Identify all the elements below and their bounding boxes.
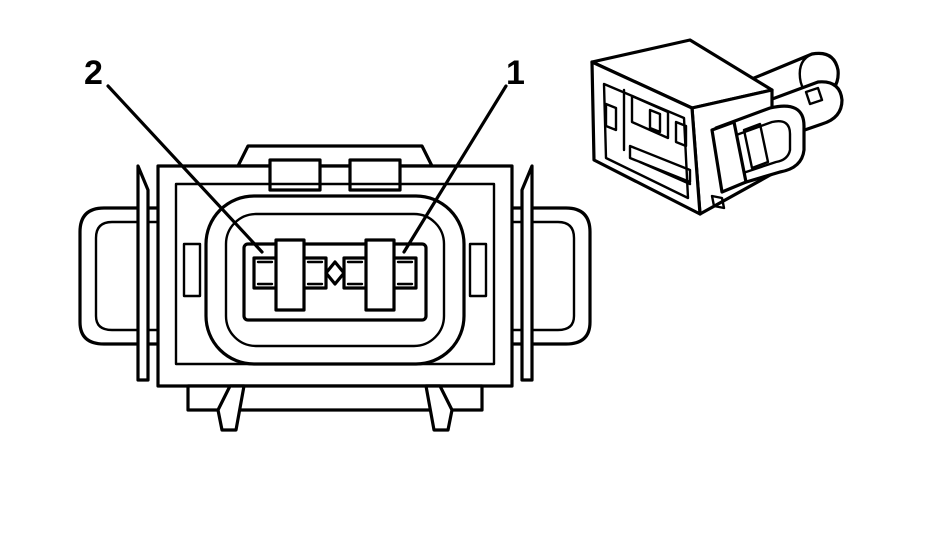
- terminal-1: [342, 238, 418, 312]
- left-guide-slot: [182, 242, 202, 298]
- left-side-rib: [136, 164, 150, 382]
- connector-isometric-view: [590, 38, 844, 216]
- top-tab-right: [348, 158, 402, 192]
- right-guide-slot: [468, 242, 488, 298]
- callout-label-2: 2: [84, 54, 103, 92]
- terminal-1-post: [364, 238, 396, 312]
- leader-line-1: [402, 84, 508, 254]
- top-tab-left: [268, 158, 322, 192]
- mating-face-inner: [224, 212, 446, 348]
- iso-latch-tab: [710, 120, 748, 194]
- connector-front-view: 2 1: [78, 54, 592, 432]
- terminal-2-post: [274, 238, 306, 312]
- right-foot: [424, 384, 454, 432]
- bottom-base: [186, 384, 484, 412]
- leader-line-2: [106, 84, 264, 254]
- callout-label-1: 1: [506, 54, 525, 92]
- right-side-rib: [520, 164, 534, 382]
- terminal-2: [252, 238, 328, 312]
- iso-inner-rail: [628, 144, 692, 184]
- left-foot: [216, 384, 246, 432]
- top-ridge: [236, 144, 434, 168]
